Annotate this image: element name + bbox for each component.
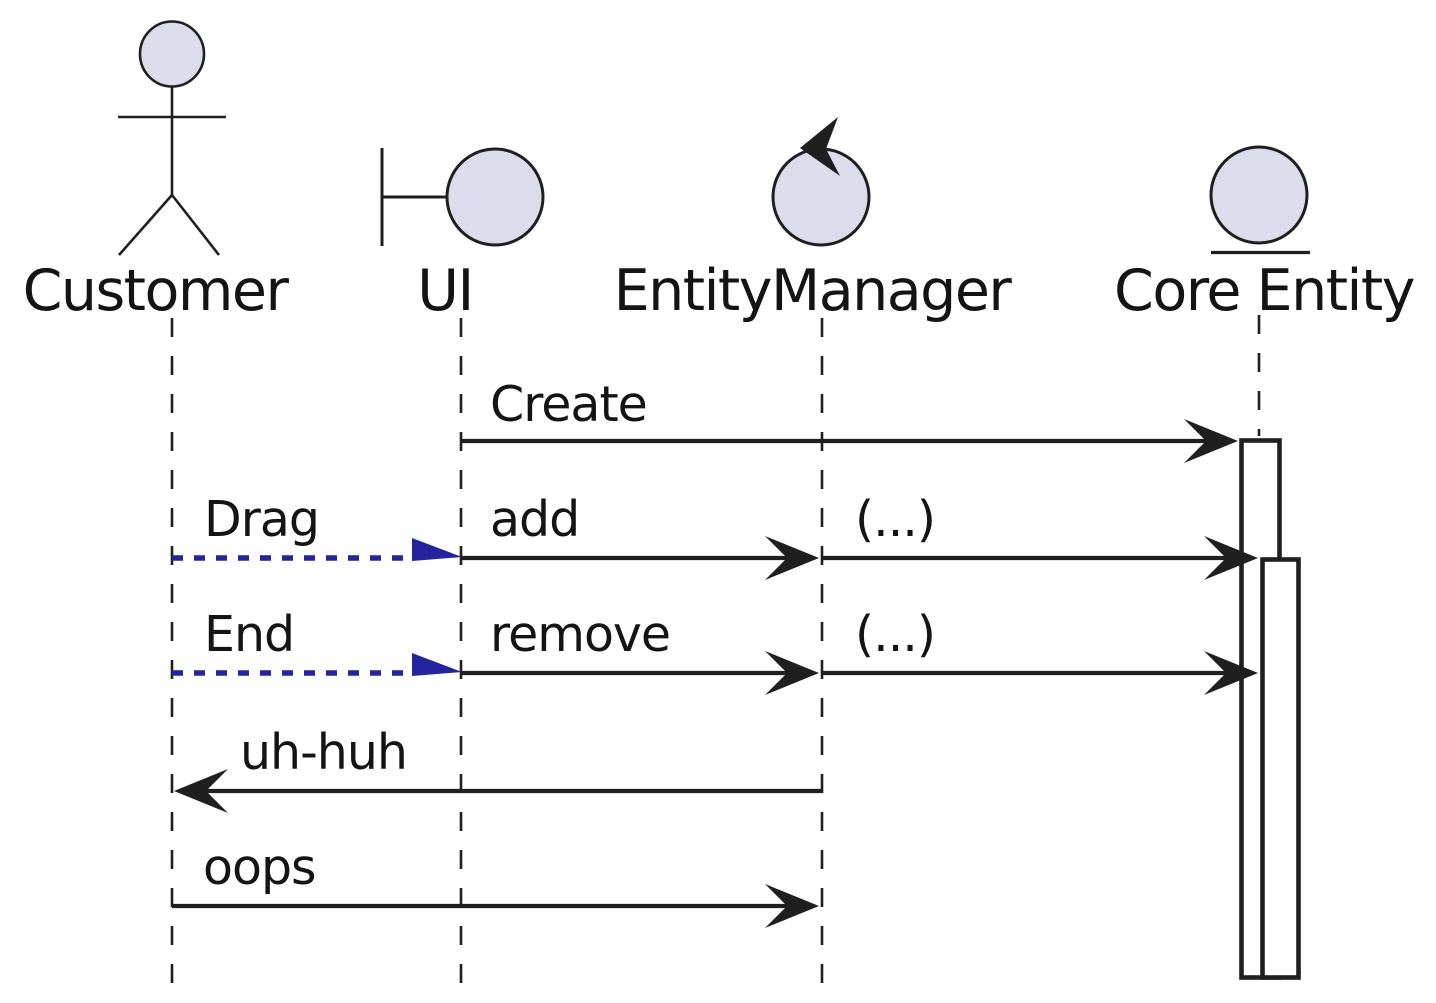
participant-name-core-entity: Core Entity — [1114, 258, 1415, 324]
arrowhead-icon — [765, 651, 819, 695]
message-add: add — [462, 491, 819, 580]
arrowhead-icon — [412, 653, 462, 676]
participant-name-ui: UI — [417, 258, 473, 324]
message-label-remove: remove — [490, 606, 670, 663]
message-label-drag: Drag — [204, 491, 319, 548]
participant-name-entitymanager: EntityManager — [614, 258, 1013, 324]
activation-bar-nested — [1260, 557, 1301, 980]
arrowhead-icon — [765, 536, 819, 580]
message-oops: oops — [172, 839, 819, 928]
message-uh-huh: uh-huh — [174, 724, 822, 813]
message-label-ellipsis-2: (...) — [855, 606, 935, 663]
arrowhead-icon — [412, 538, 462, 561]
arrowhead-icon — [765, 884, 819, 928]
message-ellipsis-2: (...) — [822, 606, 1258, 695]
message-create: Create — [461, 376, 1238, 463]
arrowhead-icon — [174, 769, 228, 813]
entity-icon — [1209, 145, 1310, 255]
boundary-icon — [380, 147, 545, 247]
participant-entitymanager: EntityManager — [614, 117, 1014, 324]
message-drag: Drag — [172, 491, 462, 561]
message-label-add: add — [490, 491, 579, 548]
arrowhead-icon — [1184, 419, 1238, 463]
message-remove: remove — [462, 606, 819, 695]
message-label-ellipsis-1: (...) — [855, 491, 935, 548]
message-label-uh-huh: uh-huh — [240, 724, 407, 781]
participant-customer: Customer — [23, 20, 291, 324]
participant-name-customer: Customer — [23, 258, 290, 324]
actor-icon — [118, 20, 226, 256]
arrowhead-icon — [1204, 651, 1258, 695]
message-end: End — [172, 606, 462, 676]
participant-core-entity: Core Entity — [1114, 145, 1416, 324]
message-label-end: End — [204, 606, 294, 663]
participant-ui: UI — [380, 147, 545, 324]
control-icon — [771, 117, 871, 247]
message-label-create: Create — [490, 376, 647, 433]
message-ellipsis-1: (...) — [822, 491, 1258, 580]
message-label-oops: oops — [203, 839, 316, 896]
arrowhead-icon — [1204, 536, 1258, 580]
